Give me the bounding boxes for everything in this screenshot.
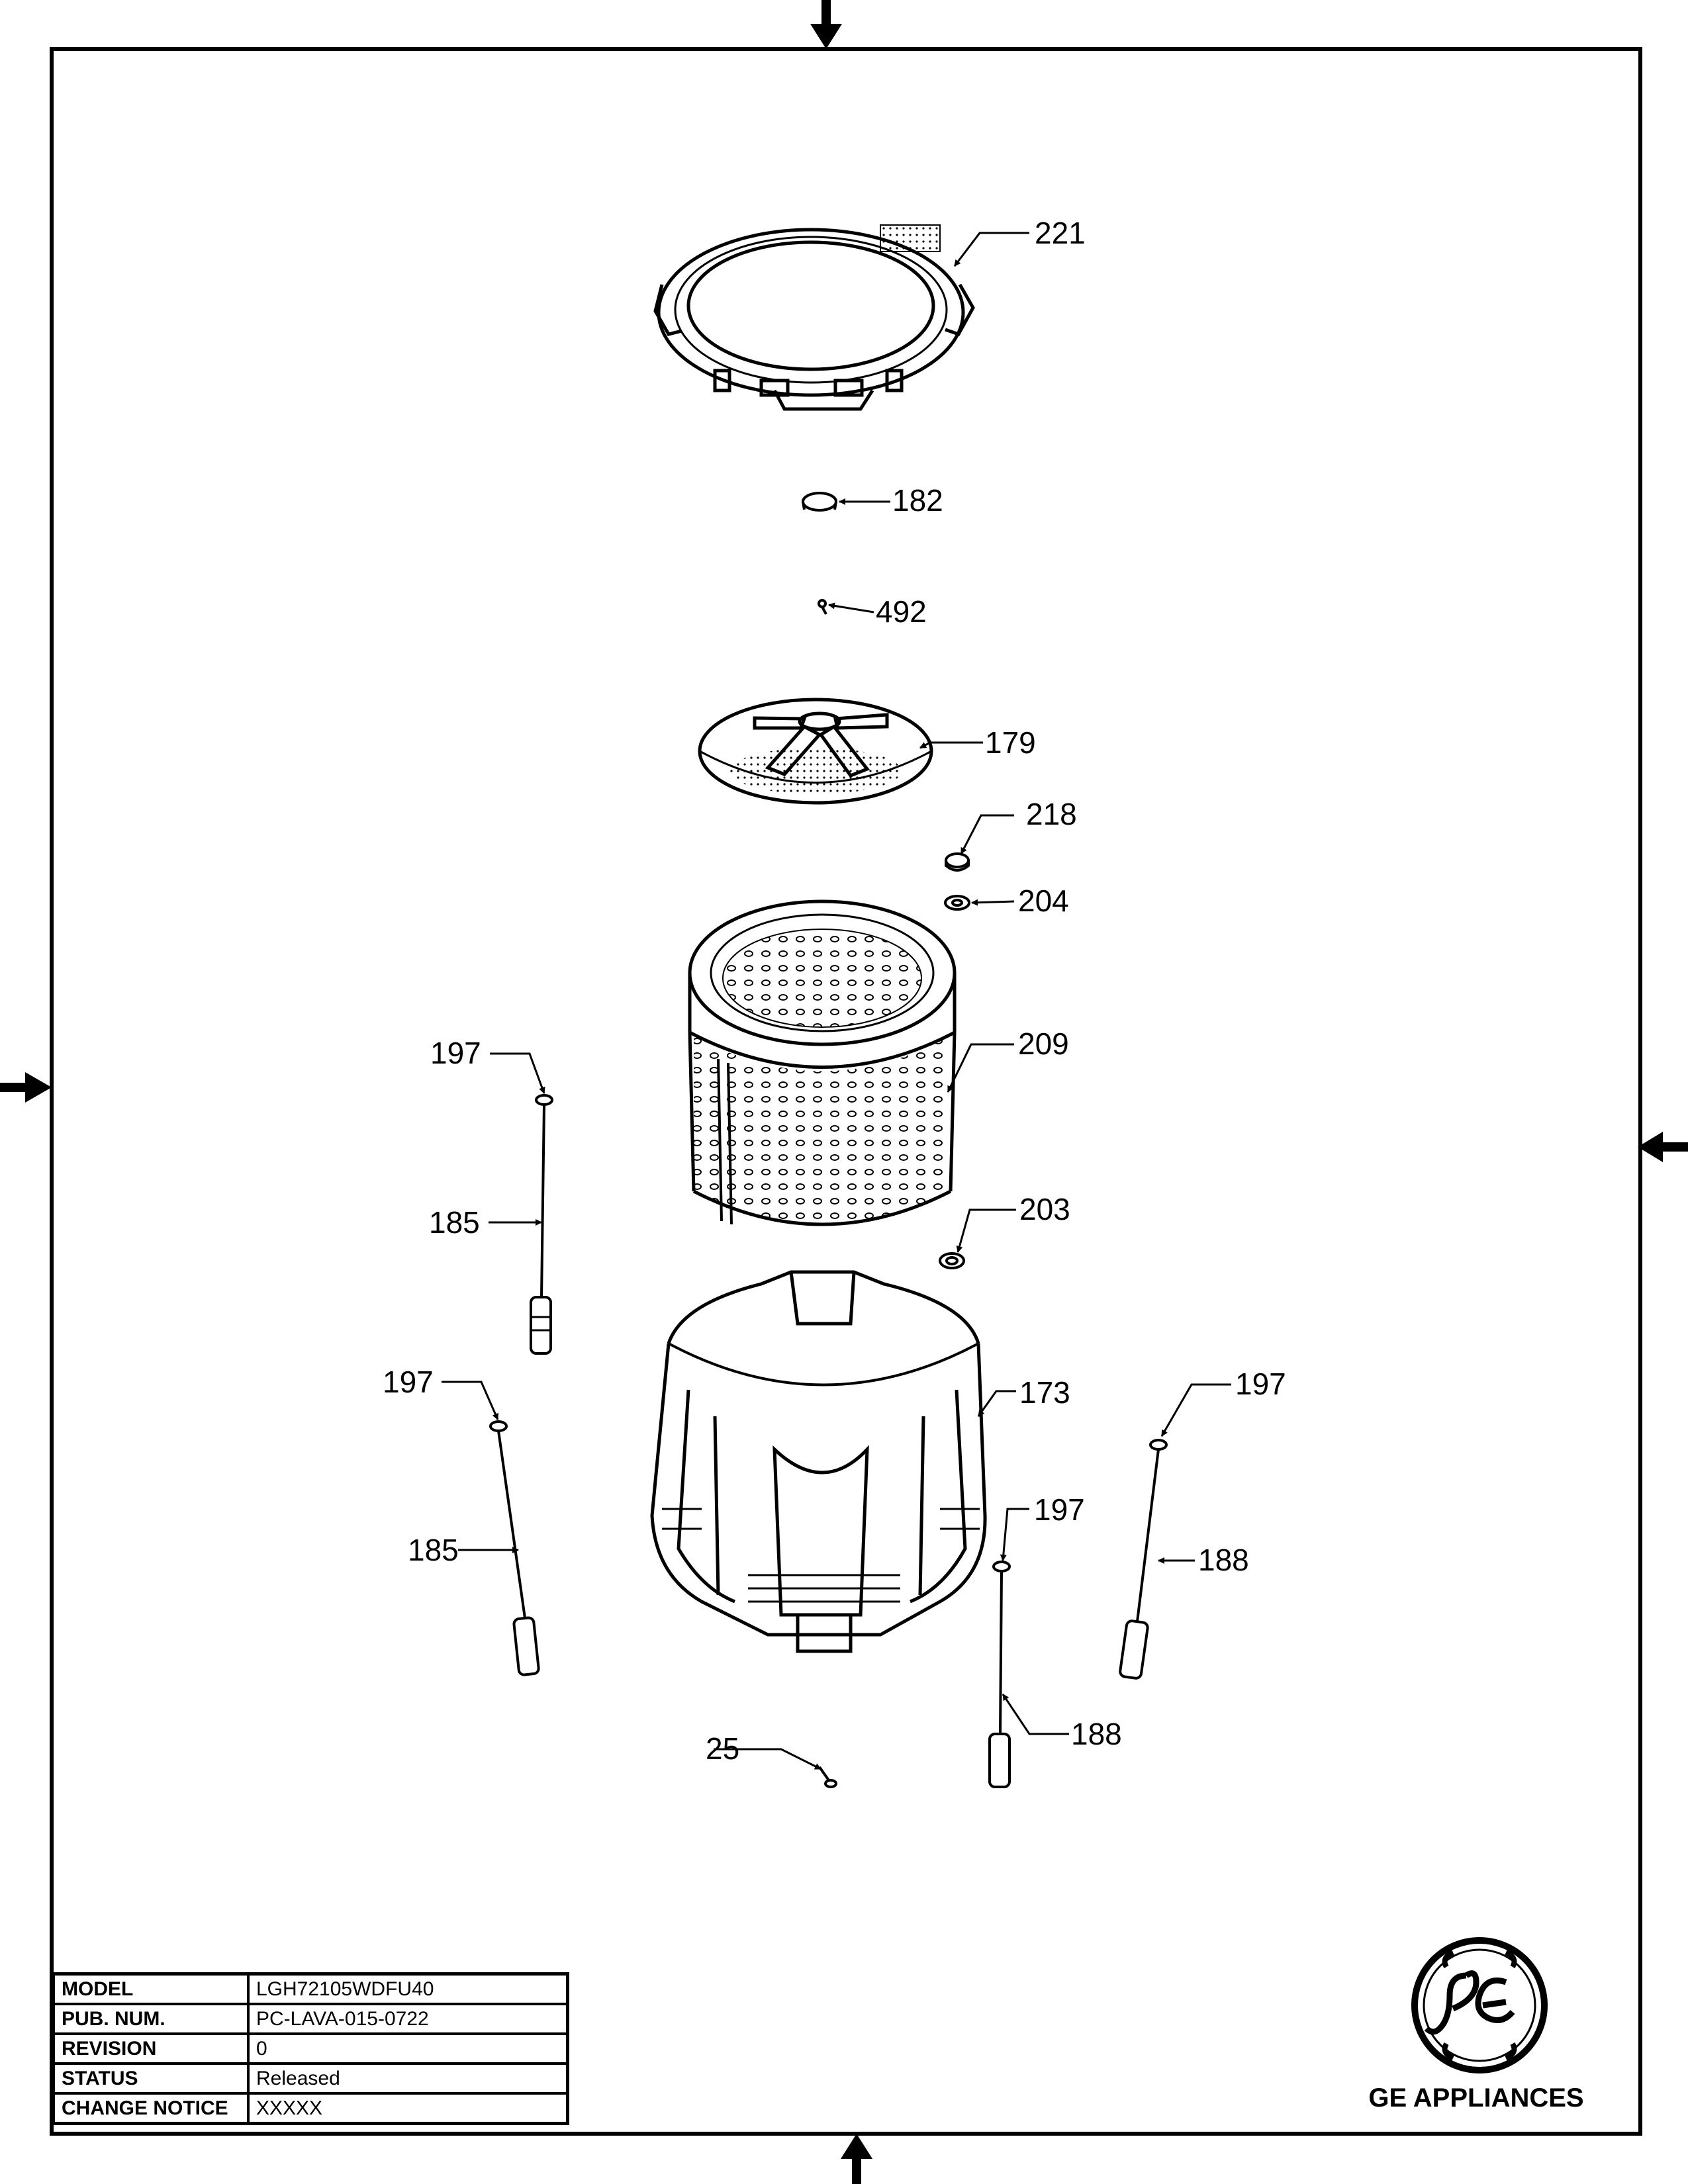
callout-188: 188	[1198, 1543, 1249, 1577]
part-185-suspension-rod-upper-left	[530, 1094, 553, 1355]
title-block-row-revision: REVISION 0	[52, 2032, 569, 2065]
part-25-screw	[818, 1766, 837, 1788]
callout-185: 185	[429, 1205, 480, 1240]
ge-logo	[1411, 1937, 1548, 2073]
title-block-value: PC-LAVA-015-0722	[247, 2003, 569, 2035]
title-block-label: MODEL	[52, 1972, 250, 2005]
part-182-cap	[802, 492, 837, 512]
part-179-pulsator	[698, 698, 933, 805]
title-block-row-pub-num: PUB. NUM. PC-LAVA-015-0722	[52, 2003, 569, 2035]
title-block-label: STATUS	[52, 2062, 250, 2095]
callout-179: 179	[985, 725, 1036, 760]
callout-labels: 221 182 492 179 218 204 209 197 185 203 …	[383, 216, 1286, 1766]
part-203-washer	[939, 1252, 965, 1269]
callout-197: 197	[1235, 1367, 1286, 1401]
callout-204: 204	[1018, 884, 1069, 918]
part-188-suspension-rod-right	[1119, 1439, 1168, 1680]
callout-203: 203	[1019, 1192, 1070, 1226]
callout-492: 492	[876, 594, 927, 629]
callout-218: 218	[1026, 797, 1077, 831]
part-218-nut	[945, 852, 970, 872]
title-block-label: PUB. NUM.	[52, 2003, 250, 2035]
callout-185: 185	[408, 1533, 459, 1567]
callout-182: 182	[892, 483, 943, 518]
callout-173: 173	[1019, 1375, 1070, 1410]
callout-197: 197	[383, 1365, 434, 1399]
title-block-row-change-notice: CHANGE NOTICE XXXXX	[52, 2092, 569, 2125]
leader-lines	[442, 232, 1231, 1770]
callout-188: 188	[1071, 1717, 1122, 1751]
callout-221: 221	[1035, 216, 1086, 250]
title-block-label: REVISION	[52, 2032, 250, 2065]
centering-arrow-bottom	[841, 2134, 872, 2184]
callout-25: 25	[706, 1731, 739, 1766]
sheet-border	[50, 47, 1642, 2136]
part-188-suspension-rod-center	[988, 1561, 1011, 1788]
title-block-label: CHANGE NOTICE	[52, 2092, 250, 2125]
title-block-value: Released	[247, 2062, 569, 2095]
callout-197: 197	[430, 1036, 481, 1070]
title-block: MODEL LGH72105WDFU40 PUB. NUM. PC-LAVA-0…	[52, 1972, 569, 2125]
centering-arrow-top	[810, 0, 842, 49]
title-block-row-status: STATUS Released	[52, 2062, 569, 2095]
centering-arrow-right	[1638, 1132, 1688, 1162]
title-block-value: LGH72105WDFU40	[247, 1972, 569, 2005]
centering-arrow-left	[0, 1072, 52, 1103]
part-221-tub-cover	[653, 224, 975, 411]
title-block-value: XXXXX	[247, 2092, 569, 2125]
callout-209: 209	[1018, 1026, 1069, 1061]
part-492-screw	[818, 599, 827, 615]
part-209-wash-basket	[688, 899, 957, 1226]
part-185-suspension-rod-lower-left	[489, 1420, 540, 1676]
title-block-row-model: MODEL LGH72105WDFU40	[52, 1972, 569, 2005]
part-204-washer	[944, 895, 970, 911]
brand-name: GE APPLIANCES	[1368, 2083, 1584, 2113]
part-173-outer-tub	[650, 1270, 987, 1653]
callout-197: 197	[1034, 1492, 1085, 1527]
title-block-value: 0	[247, 2032, 569, 2065]
